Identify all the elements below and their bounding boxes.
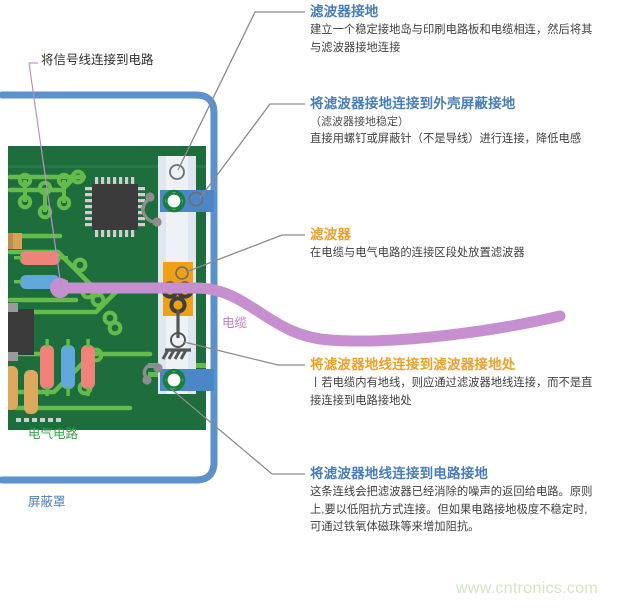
annotation-filter-ground-wire-to-circuit-ground: 将滤波器地线连接到电路接地 这条连线会把滤波器已经消除的噪声的返回给电路。原则上… bbox=[310, 465, 596, 537]
label-shield-enclosure: 屏蔽罩 bbox=[28, 495, 66, 509]
annotation-leader-lines bbox=[169, 11, 305, 475]
wire-end-dot-3 bbox=[153, 363, 163, 373]
annotation-body: 这条连线会把滤波器已经消除的噪声的返回给电路。原则上,要以低阻抗方式连接。但如果… bbox=[310, 486, 593, 533]
annotation-title: 将滤波器地线连接到电路接地 bbox=[310, 466, 489, 481]
earth-ground-symbol bbox=[161, 310, 191, 360]
component-tan bbox=[8, 366, 38, 414]
annotation-filter-ground: 滤波器接地 建立一个稳定接地岛与印刷电路板和电缆相连，然后将其与滤波器接地连接 bbox=[310, 3, 596, 57]
annotation-filter-ground-wire-to-filter-ground: 将滤波器地线连接到滤波器接地处 丨若电缆内有地线，则应通过滤波器地线连接，而不是… bbox=[310, 356, 596, 410]
wire-end-dot-4 bbox=[142, 375, 152, 385]
component-cap-red bbox=[14, 251, 68, 265]
annotation-filter: 滤波器 在电缆与电气电路的连接区段处放置滤波器 bbox=[310, 226, 596, 263]
label-electric-circuit: 电气电路 bbox=[28, 427, 79, 441]
annotation-body: 丨若电缆内有地线，则应通过滤波器地线连接，而不是直接连接到电路接地处 bbox=[310, 377, 593, 407]
site-watermark: www.cntronics.com bbox=[456, 580, 599, 597]
cable-curve bbox=[50, 278, 566, 347]
shield-screw-bottom bbox=[160, 368, 214, 392]
signal-wire-top bbox=[141, 196, 158, 224]
wire-end-dot-2 bbox=[152, 217, 162, 227]
shield-screw-top bbox=[160, 189, 214, 213]
annotation-body: 直接用螺钉或屏蔽针（不是导线）进行连接，降低电感 bbox=[310, 133, 582, 145]
connector-block bbox=[8, 303, 34, 361]
signal-line-leader bbox=[28, 62, 62, 287]
annotation-subtitle: （滤波器接地稳定） bbox=[310, 116, 409, 128]
label-cable: 电缆 bbox=[222, 316, 248, 330]
annotation-title: 滤波器接地 bbox=[310, 4, 379, 19]
ic-chip bbox=[85, 177, 145, 237]
annotation-filter-ground-to-chassis: 将滤波器接地连接到外壳屏蔽接地 （滤波器接地稳定） 直接用螺钉或屏蔽针（不是导线… bbox=[310, 95, 596, 149]
label-signal-wire: 将信号线连接到电路 bbox=[41, 53, 154, 67]
wire-end-dot-1 bbox=[145, 192, 155, 202]
ground-island-via-top bbox=[169, 164, 185, 180]
component-resistors bbox=[40, 339, 95, 396]
annotation-title: 将滤波器地线连接到滤波器接地处 bbox=[310, 357, 516, 372]
annotation-body: 建立一个稳定接地岛与印刷电路板和电缆相连，然后将其与滤波器接地连接 bbox=[310, 24, 593, 54]
annotation-title: 将滤波器接地连接到外壳屏蔽接地 bbox=[310, 96, 516, 111]
annotation-title: 滤波器 bbox=[310, 227, 352, 242]
annotation-body: 在电缆与电气电路的连接区段处放置滤波器 bbox=[310, 247, 525, 259]
